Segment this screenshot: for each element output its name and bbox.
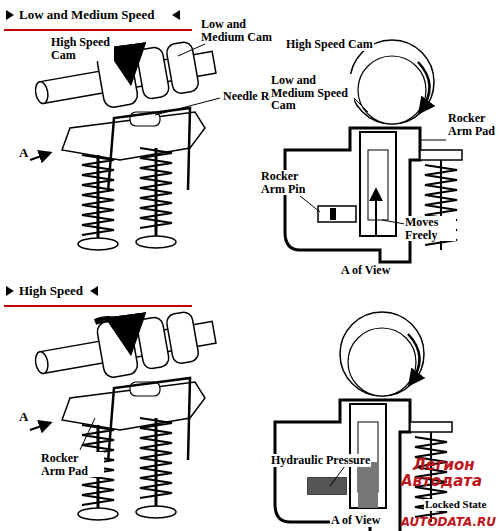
part-label: Moves Freely	[404, 216, 456, 241]
part-label: High Speed Cam	[285, 38, 374, 51]
hydraulic-oil	[308, 478, 346, 494]
watermark: Автодата	[400, 474, 483, 490]
view-marker: A	[18, 410, 29, 424]
heading-marker	[90, 286, 98, 296]
part-label: Locked State	[424, 499, 487, 511]
part-label: Rocker Arm Pin	[260, 170, 312, 195]
motion-arrow	[375, 190, 377, 236]
heading-underline	[4, 29, 192, 31]
rocker-assembly	[30, 304, 219, 520]
locked-pin	[358, 462, 378, 508]
watermark: AUTODATA.RU	[400, 516, 497, 529]
part-label: Hydraulic Pressure	[270, 454, 371, 467]
part-label: Rocker Arm Pad	[40, 452, 104, 477]
heading-underline	[4, 305, 192, 307]
heading-marker	[172, 10, 180, 20]
view-marker: A	[18, 146, 29, 160]
heading-marker	[6, 286, 14, 296]
section-heading: Low and Medium Speed	[18, 8, 155, 22]
view-caption: A of View	[340, 264, 391, 277]
view-caption: A of View	[330, 514, 381, 527]
watermark: Легион	[412, 458, 476, 474]
leader-lines	[80, 44, 446, 486]
part-label: Rocker Arm Pad	[447, 112, 497, 137]
rocker-assembly	[30, 34, 219, 250]
part-label: Low and Medium Cam	[200, 18, 274, 43]
section-heading: High Speed	[18, 284, 84, 298]
heading-marker	[6, 10, 14, 20]
part-label: High Speed Cam	[50, 36, 114, 61]
part-label: Low and Medium Speed Cam	[270, 74, 354, 112]
